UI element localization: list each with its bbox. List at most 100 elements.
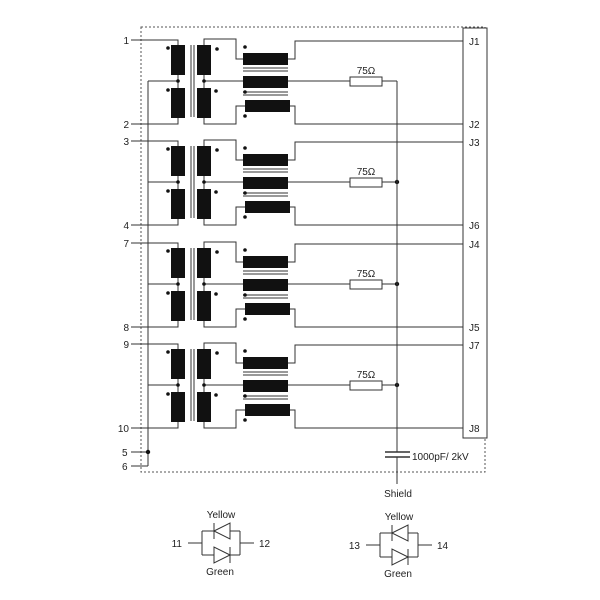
junction-dot <box>176 180 180 184</box>
led-pin-left: 11 <box>172 539 183 550</box>
junction-dot <box>176 79 180 83</box>
junction-dot <box>145 449 151 455</box>
transformer-coil <box>197 45 211 75</box>
green-led-diode <box>213 546 232 564</box>
yellow-led-diode <box>390 524 409 542</box>
resistor-label: 75Ω <box>357 66 376 77</box>
polarity-dot <box>166 88 170 92</box>
polarity-dot <box>243 317 247 321</box>
choke-coil <box>243 76 288 88</box>
resistor <box>349 177 383 188</box>
led-bottom-color-label: Green <box>384 569 412 580</box>
transformer-coil <box>197 88 211 118</box>
polarity-dot <box>215 47 219 51</box>
polarity-dot <box>243 293 247 297</box>
transformer-coil <box>197 291 211 321</box>
choke-coil <box>243 154 288 166</box>
pin-label-bottom: 4 <box>123 221 129 232</box>
resistor-label: 75Ω <box>357 167 376 178</box>
choke-coil <box>245 404 290 416</box>
junction-dot <box>202 383 206 387</box>
transformer-coil <box>171 248 185 278</box>
capacitor-label: 1000pF/ 2kV <box>412 452 469 463</box>
led-wiring <box>366 532 432 558</box>
polarity-dot <box>243 349 247 353</box>
junction-dot <box>176 282 180 286</box>
polarity-dot <box>215 250 219 254</box>
polarity-dot <box>215 148 219 152</box>
module-boundary <box>140 26 486 473</box>
choke-coil <box>243 53 288 65</box>
led-bottom-color-label: Green <box>206 567 234 578</box>
polarity-dot <box>166 189 170 193</box>
choke-coil <box>243 357 288 369</box>
choke-coil <box>243 380 288 392</box>
junction-dot <box>176 383 180 387</box>
jack-pin-label-bottom: J2 <box>469 120 480 131</box>
polarity-dot <box>214 393 218 397</box>
polarity-dot <box>166 249 170 253</box>
pin-label-top: 7 <box>123 239 129 250</box>
transformer-coil <box>197 349 211 379</box>
yellow-led-diode <box>212 522 231 540</box>
polarity-dot <box>214 190 218 194</box>
polarity-dot <box>166 147 170 151</box>
pin-label-top: 3 <box>123 137 129 148</box>
led-wiring <box>188 530 254 556</box>
wiring <box>131 342 463 429</box>
polarity-dot <box>243 114 247 118</box>
pin-label-bottom: 8 <box>123 323 129 334</box>
polarity-dot <box>166 291 170 295</box>
polarity-dot <box>166 392 170 396</box>
polarity-dot <box>243 90 247 94</box>
choke-coil <box>243 256 288 268</box>
led-pin-right: 12 <box>259 539 271 550</box>
transformer-coil <box>171 349 185 379</box>
transformer-coil <box>171 291 185 321</box>
polarity-dot <box>166 46 170 50</box>
transformer-coil <box>171 88 185 118</box>
pin-6-label: 6 <box>122 462 128 473</box>
jack-pin-label-bottom: J5 <box>469 323 480 334</box>
choke-coil <box>243 177 288 189</box>
jack-pin-label-top: J3 <box>469 138 480 149</box>
pin-label-bottom: 2 <box>123 120 129 131</box>
rj45-connector <box>462 27 488 439</box>
resistor <box>349 279 383 290</box>
jack-pin-label-top: J1 <box>469 37 480 48</box>
capacitor-symbol <box>385 451 410 458</box>
junction-dot <box>202 282 206 286</box>
polarity-dot <box>215 351 219 355</box>
transformer-coil <box>197 248 211 278</box>
jack-pin-label-bottom: J8 <box>469 424 480 435</box>
junction-dot <box>202 180 206 184</box>
transformer-coil <box>171 45 185 75</box>
choke-coil <box>245 100 290 112</box>
led-pin-left: 13 <box>349 541 361 552</box>
junction-dot <box>202 79 206 83</box>
led-top-color-label: Yellow <box>385 512 414 523</box>
wiring <box>131 38 463 125</box>
choke-coil <box>245 303 290 315</box>
polarity-dot <box>166 350 170 354</box>
pin-5-label: 5 <box>122 448 128 459</box>
polarity-dot <box>243 146 247 150</box>
jack-pin-label-top: J7 <box>469 341 480 352</box>
pin-label-top: 1 <box>123 36 129 47</box>
polarity-dot <box>243 215 247 219</box>
green-led-diode <box>391 548 410 566</box>
jack-pin-label-bottom: J6 <box>469 221 480 232</box>
pin-label-bottom: 10 <box>118 424 130 435</box>
transformer-coil <box>197 189 211 219</box>
resistor <box>349 380 383 391</box>
polarity-dot <box>214 292 218 296</box>
transformer-coil <box>171 146 185 176</box>
wiring <box>131 139 463 226</box>
pin-label-top: 9 <box>123 340 129 351</box>
